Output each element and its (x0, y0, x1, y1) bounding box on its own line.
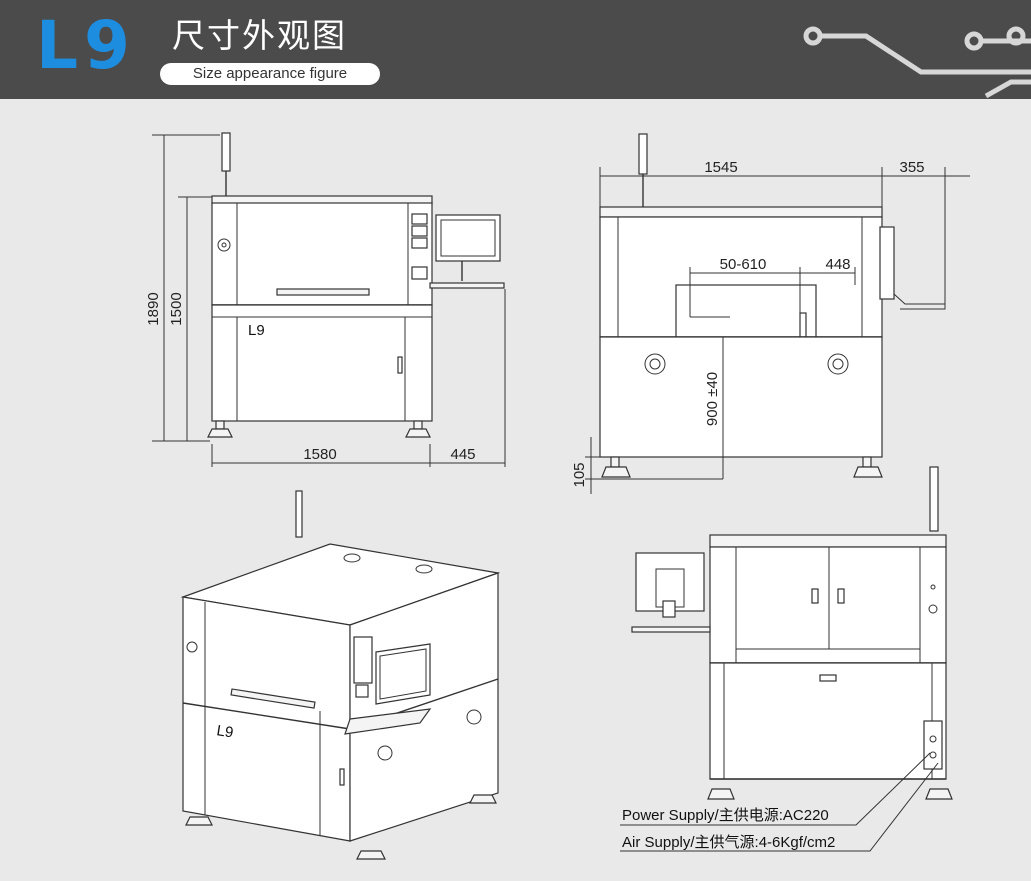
air-supply-callout: Air Supply/主供气源:4-6Kgf/cm2 (622, 834, 835, 851)
dim-foot-height: 105 (571, 462, 588, 487)
dim-monitor-extension: 445 (450, 446, 475, 463)
side-dimension-lines (585, 167, 970, 494)
front-view (207, 132, 505, 438)
dim-front-width: 1580 (303, 446, 336, 463)
dim-offset: 448 (825, 256, 850, 273)
dim-side-depth: 1545 (704, 159, 737, 176)
side-view (599, 133, 946, 478)
page-title-cn: 尺寸外观图 (172, 16, 347, 55)
iso-machine-label: L9 (215, 722, 234, 741)
power-supply-callout: Power Supply/主供电源:AC220 (622, 807, 829, 824)
dim-side-extension: 355 (899, 159, 924, 176)
rear-view (620, 466, 953, 852)
iso-view (180, 490, 501, 860)
header-bar: L9 尺寸外观图 Size appearance figure (0, 0, 1031, 99)
dim-total-height: 1890 (145, 292, 162, 325)
page-title-en: Size appearance figure (160, 63, 380, 85)
circuit-decoration (803, 26, 1031, 99)
front-dimension-lines (152, 134, 506, 467)
dim-work-height: 900 ±40 (704, 372, 721, 426)
dim-travel: 50-610 (720, 256, 767, 273)
technical-drawing: L9 1890 1500 1580 445 (145, 132, 970, 860)
front-machine-label: L9 (248, 322, 265, 339)
model-code: L9 (36, 7, 136, 84)
dim-body-height: 1500 (168, 292, 185, 325)
